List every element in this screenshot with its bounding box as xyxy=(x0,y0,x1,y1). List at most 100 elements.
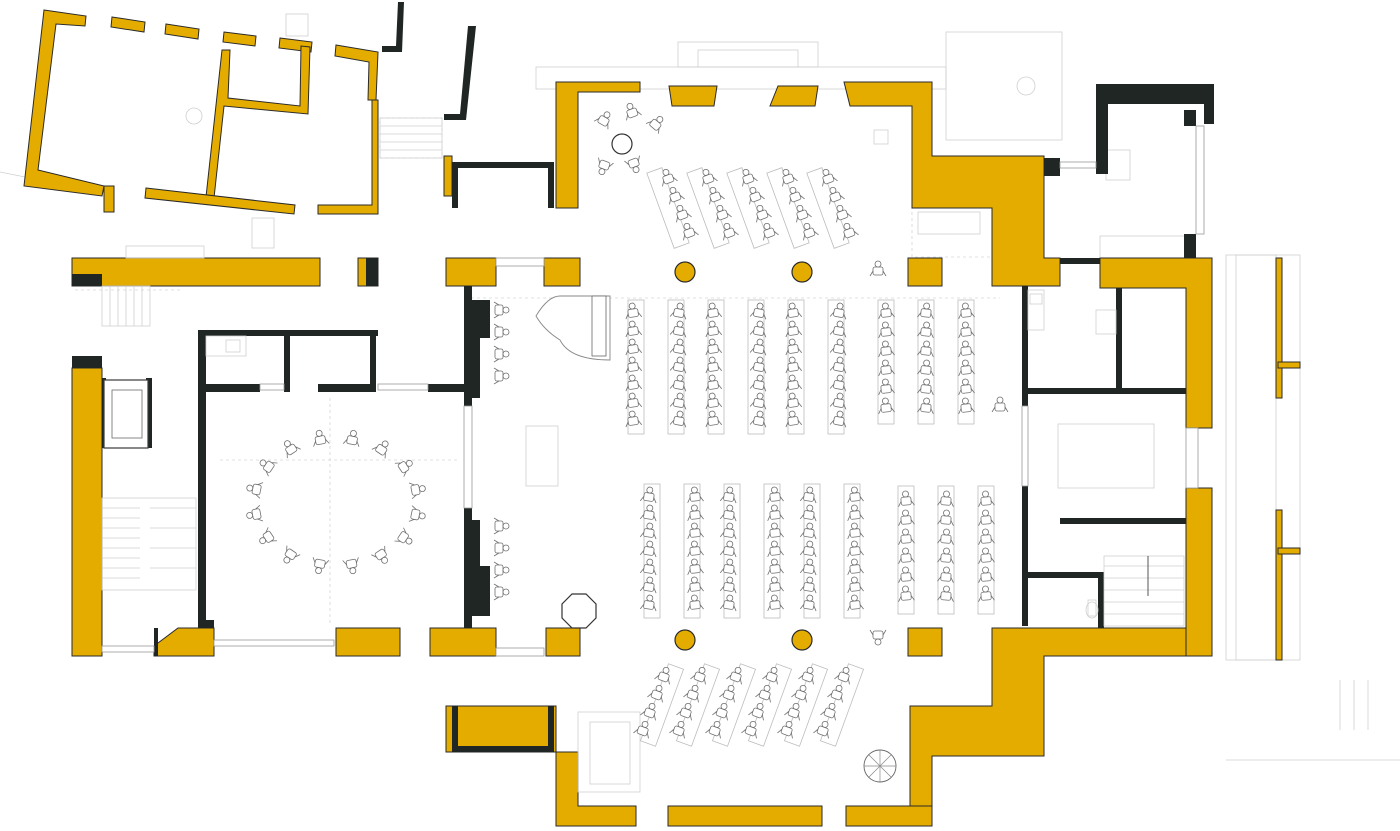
north-room-wall-top xyxy=(452,162,554,168)
south-wall-pier-3 xyxy=(545,627,581,657)
north-wall-west xyxy=(71,257,321,287)
person-icon xyxy=(822,168,838,187)
person-icon xyxy=(958,302,975,319)
altar-table xyxy=(525,425,559,487)
person-icon xyxy=(829,356,847,374)
east-stair xyxy=(1103,555,1185,627)
person-icon xyxy=(639,558,657,576)
spiral-stair-icon xyxy=(863,749,897,783)
person-icon xyxy=(687,504,704,521)
person-icon xyxy=(716,204,732,223)
person-icon xyxy=(669,356,687,374)
person-icon xyxy=(847,522,864,539)
baptismal-font xyxy=(611,133,633,155)
person-icon xyxy=(259,459,278,477)
person-icon xyxy=(958,378,975,395)
person-icon xyxy=(676,702,692,721)
east-table xyxy=(1057,423,1155,489)
column-icon xyxy=(674,261,696,283)
person-icon xyxy=(639,522,657,540)
person-icon xyxy=(676,204,692,223)
seated-people xyxy=(246,102,1009,739)
nave-west-wall-lower xyxy=(464,508,472,628)
person-icon xyxy=(625,410,643,428)
person-icon xyxy=(799,486,817,504)
person-icon xyxy=(829,392,847,410)
person-icon xyxy=(687,558,704,575)
person-icon xyxy=(749,186,765,205)
annex-table xyxy=(251,217,275,249)
annex-wall-east xyxy=(334,44,379,101)
person-icon xyxy=(917,359,934,376)
person-icon xyxy=(978,547,995,564)
bench-room-divider-5 xyxy=(428,384,466,392)
east-wall-small-1 xyxy=(1275,257,1283,399)
person-icon xyxy=(767,522,784,539)
south-wall-pier-4 xyxy=(907,627,943,657)
person-icon xyxy=(829,410,847,428)
person-icon xyxy=(898,490,915,507)
person-icon xyxy=(799,576,817,594)
pew xyxy=(686,167,730,249)
person-icon xyxy=(702,168,718,187)
person-icon xyxy=(719,522,737,540)
person-icon xyxy=(785,374,803,392)
east-top-small xyxy=(1060,258,1100,264)
east-room-wall-2 xyxy=(1116,288,1122,392)
person-icon xyxy=(687,594,704,611)
person-icon xyxy=(662,168,678,187)
person-icon xyxy=(847,594,864,611)
person-icon xyxy=(878,397,895,414)
north-room-wall-right xyxy=(548,162,554,208)
person-icon xyxy=(342,429,360,447)
nave-west-wall-upper xyxy=(464,286,472,406)
person-icon xyxy=(836,204,852,223)
person-icon xyxy=(813,720,829,739)
person-icon xyxy=(847,558,864,575)
pew xyxy=(639,663,685,747)
pew xyxy=(726,167,770,249)
person-icon xyxy=(796,204,812,223)
person-icon xyxy=(625,320,643,338)
person-icon xyxy=(342,557,359,575)
person-icon xyxy=(763,222,779,241)
north-side-table xyxy=(873,129,889,145)
east-counter xyxy=(1027,289,1045,331)
west-stair xyxy=(101,285,197,591)
windows xyxy=(101,125,1205,657)
person-icon xyxy=(709,186,725,205)
south-room-wall-right xyxy=(548,706,554,752)
annex-stair-wall xyxy=(382,2,404,52)
east-room-wall-4 xyxy=(1028,572,1104,578)
person-icon xyxy=(978,490,995,507)
pew xyxy=(819,663,865,747)
person-icon xyxy=(937,509,954,526)
person-icon xyxy=(246,482,264,499)
person-icon xyxy=(798,666,814,685)
person-icon xyxy=(847,576,864,593)
person-icon xyxy=(978,585,995,602)
person-icon xyxy=(755,684,771,703)
person-icon xyxy=(898,528,915,545)
person-icon xyxy=(847,504,864,521)
person-icon xyxy=(829,186,845,205)
annex-wall-north-seg1 xyxy=(110,16,146,33)
person-icon xyxy=(493,583,510,601)
person-icon xyxy=(639,540,657,558)
person-icon xyxy=(767,504,784,521)
bench-room-divider-3 xyxy=(370,330,376,392)
person-icon xyxy=(917,302,934,319)
person-icon xyxy=(687,522,704,539)
south-room-wall-left xyxy=(452,706,458,752)
pew xyxy=(747,663,793,747)
north-wall-pier-3 xyxy=(543,257,581,287)
west-stair-side xyxy=(146,378,152,448)
person-icon xyxy=(259,527,278,545)
person-icon xyxy=(625,392,643,410)
person-icon xyxy=(978,528,995,545)
person-icon xyxy=(958,321,975,338)
person-icon xyxy=(371,440,389,459)
person-icon xyxy=(705,374,723,392)
person-icon xyxy=(749,302,767,320)
annex-wall-north-seg3 xyxy=(222,31,257,47)
